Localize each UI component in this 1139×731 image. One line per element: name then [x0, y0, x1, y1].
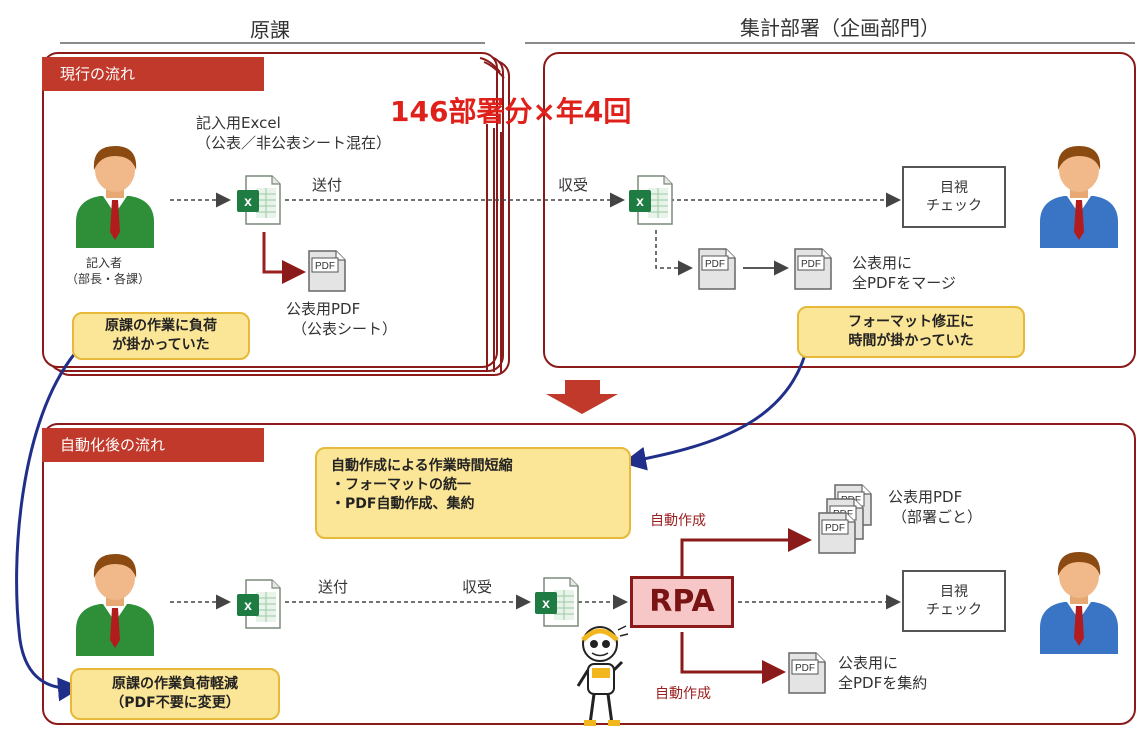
excel-file-icon: x — [236, 174, 282, 226]
callout-right-format: フォーマット修正に 時間が掛かっていた — [797, 306, 1025, 358]
pdf-glyph: PDF — [315, 261, 335, 272]
callout-benefits: 自動作成による作業時間短縮 ・フォーマットの統一 ・PDF自動作成、集約 — [315, 447, 631, 539]
pdf-file-icon-stack-front: PDF — [816, 510, 858, 556]
visual-check-sublabel-after: チェック — [926, 602, 982, 618]
send-label: 送付 — [312, 176, 343, 194]
callout-left-burden: 原課の作業に負荷 が掛かっていた — [72, 312, 250, 360]
visual-check-sublabel: チェック — [926, 198, 982, 214]
pdf-per-dept-sublabel: （部署ごと） — [892, 508, 983, 526]
column-header-left: 原課 — [250, 18, 290, 42]
callout-bottom-line1: 原課の作業負荷軽減 — [112, 676, 238, 692]
pdf-glyph: PDF — [801, 259, 821, 270]
pdf-glyph: PDF — [825, 523, 845, 534]
excel-file-icon-received: x — [628, 174, 674, 226]
person-label: 記入者 — [86, 256, 123, 270]
pdf-per-dept-label: 公表用PDF — [888, 488, 963, 506]
consolidate-sublabel: 全PDFを集約 — [838, 674, 928, 692]
callout-right-line1: フォーマット修正に — [848, 314, 974, 330]
merge-sublabel: 全PDFをマージ — [852, 274, 956, 292]
pdf-file-icon-merged: PDF — [792, 246, 834, 292]
column-header-right: 集計部署（企画部門） — [740, 16, 940, 40]
send-label-after: 送付 — [318, 578, 349, 596]
pdf-label: 公表用PDF — [286, 300, 361, 318]
person-icon-reviewer-after — [1034, 546, 1124, 656]
pdf-sublabel: （公表シート） — [292, 320, 398, 338]
excel-glyph: x — [244, 597, 252, 613]
column-rule-right — [525, 42, 1135, 44]
excel-file-icon-after: x — [236, 578, 282, 630]
callout-benefits-item1: ・フォーマットの統一 — [331, 477, 471, 493]
receive-label-after: 収受 — [462, 578, 493, 596]
visual-check-box: 目視 チェック — [902, 166, 1006, 228]
volume-headline: 146部署分×年4回 — [390, 95, 632, 128]
auto-create-top-label: 自動作成 — [650, 513, 706, 529]
consolidate-label: 公表用に — [838, 654, 899, 672]
callout-left-line2: が掛かっていた — [112, 337, 210, 353]
person-sublabel: （部長・各課） — [66, 272, 151, 286]
visual-check-box-after: 目視 チェック — [902, 570, 1006, 632]
person-icon — [70, 140, 160, 250]
callout-left-line1: 原課の作業に負荷 — [105, 318, 217, 334]
pdf-glyph: PDF — [795, 663, 815, 674]
merge-label: 公表用に — [852, 254, 913, 272]
callout-right-line2: 時間が掛かっていた — [848, 333, 974, 349]
receive-label: 収受 — [558, 176, 589, 194]
callout-benefits-item2: ・PDF自動作成、集約 — [331, 496, 475, 512]
callout-bottom-line2: （PDF不要に変更） — [110, 695, 240, 711]
auto-create-bottom-label: 自動作成 — [655, 686, 711, 702]
after-flow-tab: 自動化後の流れ — [42, 428, 264, 462]
column-rule-left — [60, 42, 485, 44]
excel-glyph: x — [636, 193, 644, 209]
callout-benefits-title: 自動作成による作業時間短縮 — [331, 458, 513, 474]
person-icon-reviewer — [1034, 140, 1124, 250]
pdf-file-icon-consolidated: PDF — [786, 650, 828, 696]
excel-file-icon-received-after: x — [534, 576, 580, 628]
excel-glyph: x — [542, 595, 550, 611]
robot-icon — [576, 625, 629, 726]
excel-label: 記入用Excel — [196, 114, 281, 132]
excel-glyph: x — [244, 193, 252, 209]
pdf-file-icon: PDF — [306, 248, 348, 294]
callout-bottom-reduction: 原課の作業負荷軽減 （PDF不要に変更） — [70, 668, 280, 720]
excel-sublabel: （公表／非公表シート混在） — [196, 134, 392, 152]
visual-check-label-after: 目視 — [940, 584, 968, 600]
person-icon-after — [70, 548, 160, 658]
current-flow-tab: 現行の流れ — [42, 57, 264, 91]
visual-check-label: 目視 — [940, 180, 968, 196]
rpa-box: RPA — [630, 576, 734, 628]
pdf-file-icon-converted: PDF — [696, 246, 738, 292]
pdf-glyph: PDF — [705, 259, 725, 270]
